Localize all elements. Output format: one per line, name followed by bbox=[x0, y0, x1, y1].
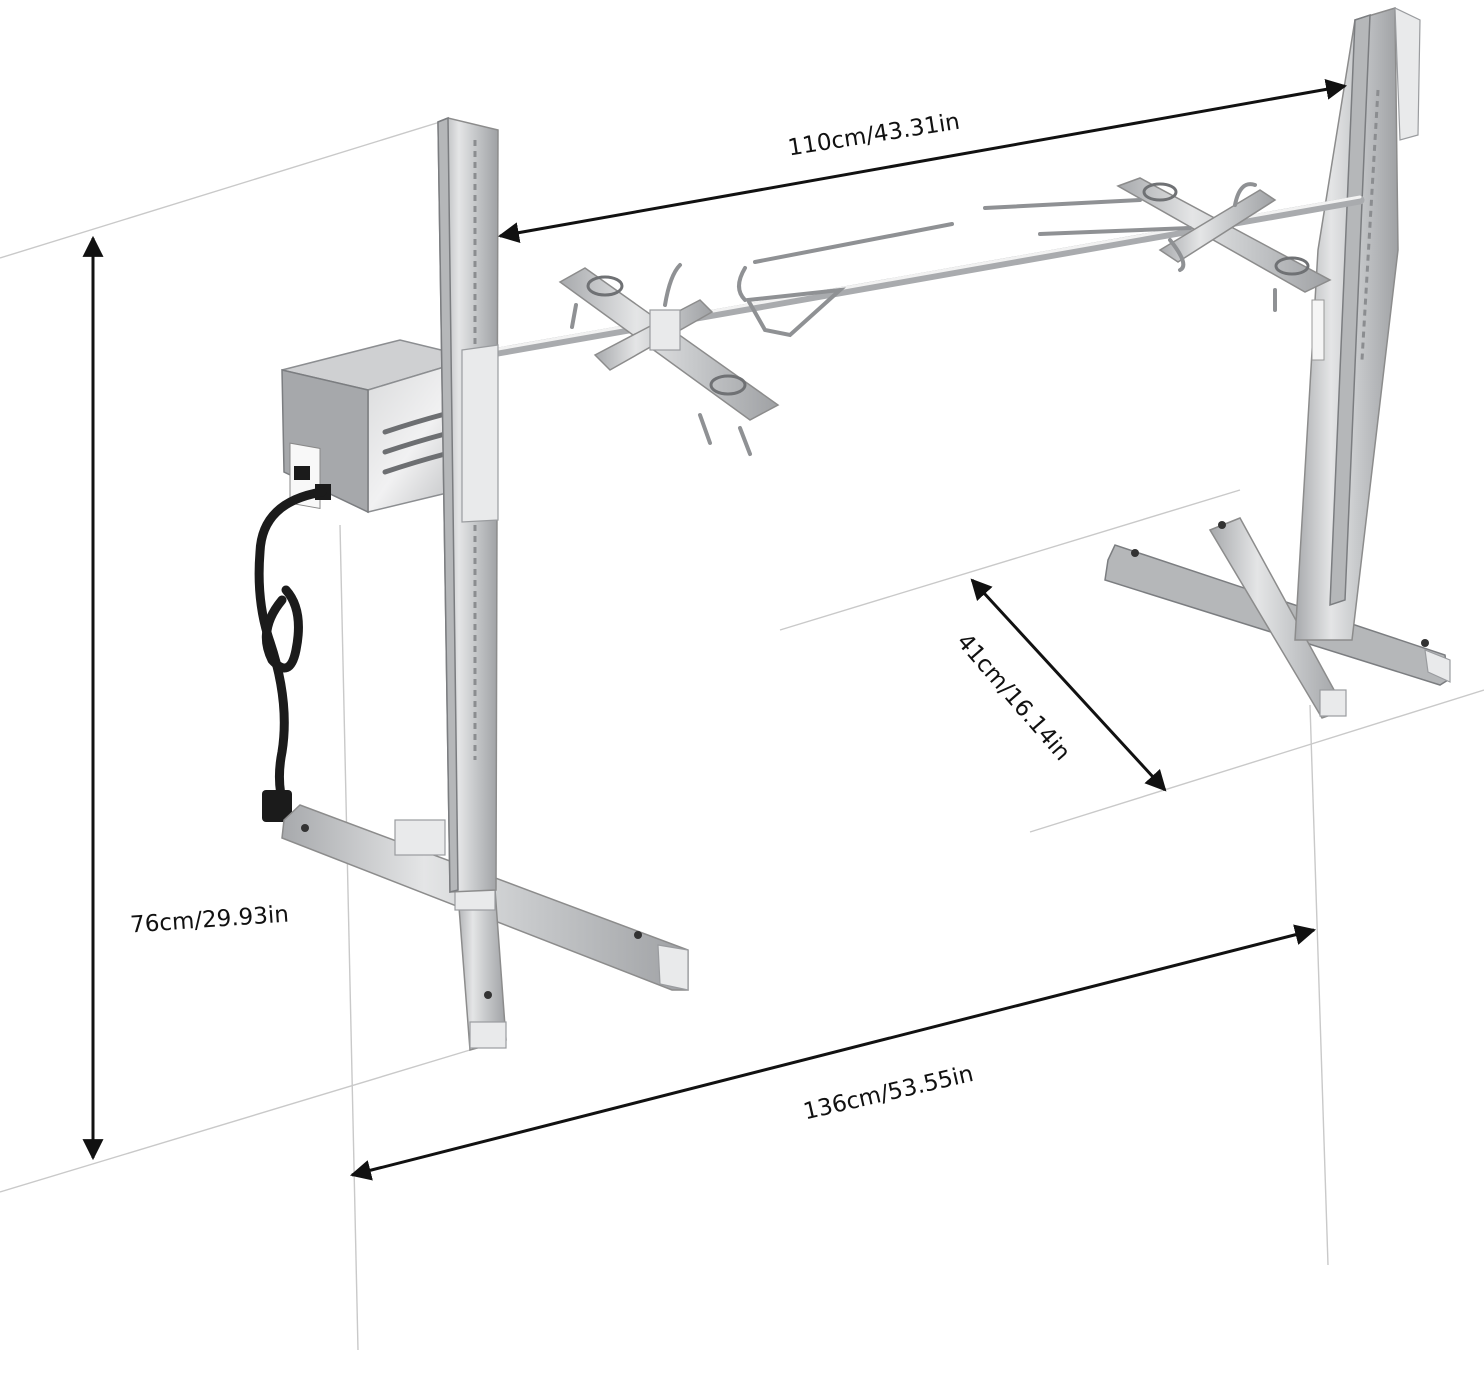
spit-length-label: 110cm/43.31in bbox=[786, 109, 961, 162]
spit-length-arrow bbox=[497, 78, 1348, 244]
spit-assembly bbox=[493, 177, 1365, 456]
depth-label: 41cm/16.14in bbox=[951, 629, 1075, 766]
guide-lines bbox=[0, 121, 1484, 1351]
height-label: 76cm/29.93in bbox=[129, 902, 289, 939]
total-width-arrow bbox=[349, 924, 1317, 1181]
left-stand bbox=[281, 116, 689, 1051]
power-cable bbox=[254, 487, 327, 822]
right-stand bbox=[1104, 6, 1451, 719]
depth-arrow bbox=[970, 578, 1167, 792]
dimension-arrows bbox=[82, 78, 1348, 1181]
total-width-label: 136cm/53.55in bbox=[801, 1061, 976, 1125]
